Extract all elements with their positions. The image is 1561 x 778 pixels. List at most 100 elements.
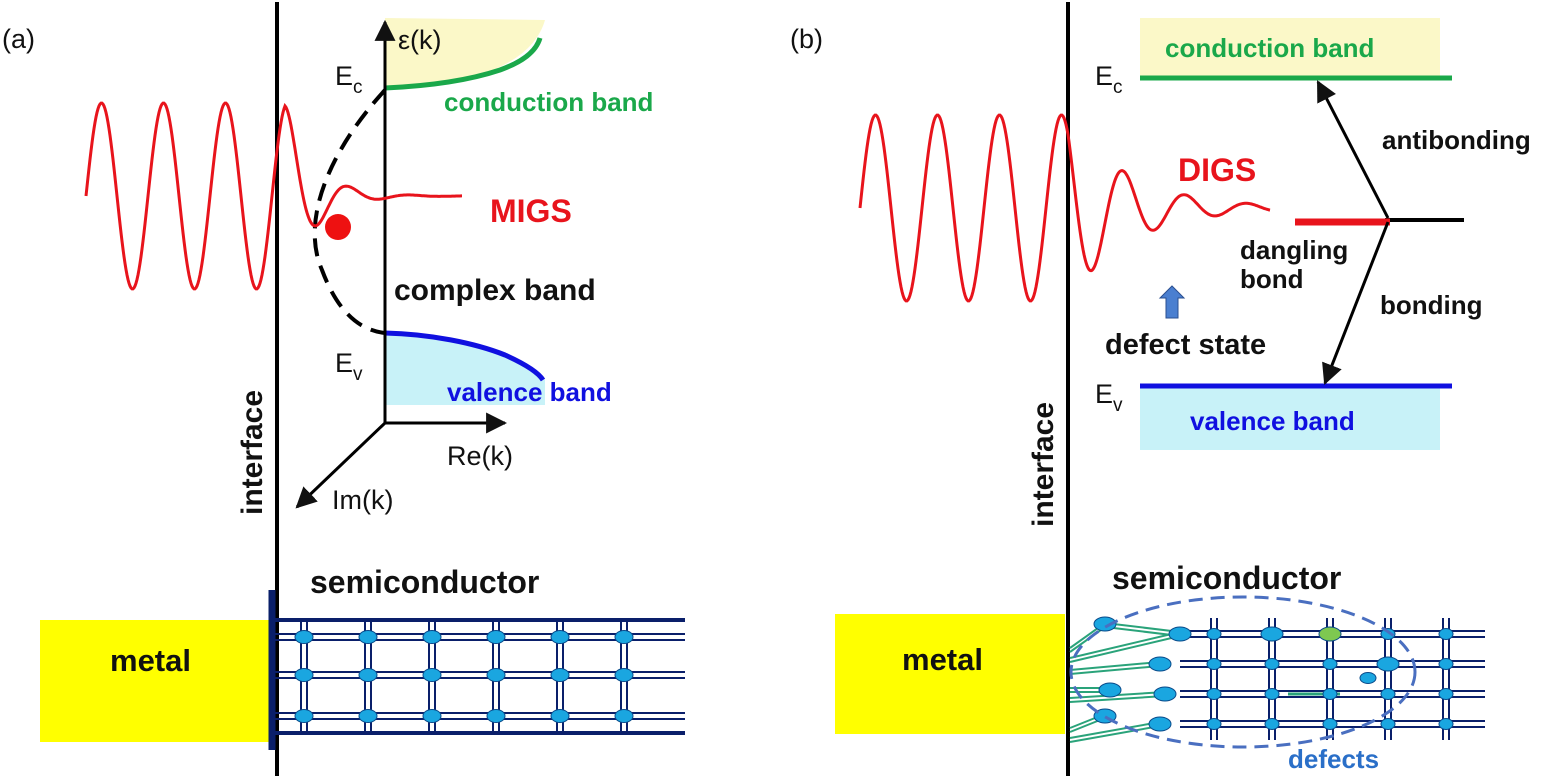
lattice-atom [1322,718,1338,730]
distorted-bond-line [1069,635,1181,663]
panel-b-label: (b) [790,24,823,54]
semiconductor-lattice-a [268,590,685,750]
lattice-atom [1380,628,1396,640]
defect-atom [1098,682,1122,698]
distorted-bond-line [1069,721,1161,739]
ec-label-b: Ec [1095,61,1123,98]
metal-block-a [40,620,272,742]
lattice-atom [294,709,314,723]
defects-label: defects [1288,744,1379,774]
lattice-atom [1380,718,1396,730]
lattice-atom [422,630,442,644]
lattice-atom [1322,688,1338,700]
defect-atom [1148,656,1172,672]
lattice-atom [1438,718,1454,730]
im-k-label: Im(k) [332,485,393,515]
lattice-atom [294,668,314,682]
metal-label-b: metal [902,642,983,677]
conduction-band-label-a: conduction band [444,87,653,117]
metal-label-a: metal [110,643,191,678]
valence-band-fill-b [1140,388,1440,450]
metal-block-b [835,614,1065,734]
energy-axis-label: ε(k) [398,25,442,55]
complex-band-label: complex band [394,274,596,307]
interface-label-a: interface [236,390,269,515]
semiconductor-lattice-b [1069,616,1485,743]
defects-ring [1069,595,1417,749]
migs-state-dot [325,214,351,240]
lattice-atom [1438,628,1454,640]
re-k-label: Re(k) [447,441,513,471]
lattice-atom [486,630,506,644]
semiconductor-label-a: semiconductor [310,564,539,600]
bonding-label: bonding [1380,290,1483,320]
lattice-atom [422,668,442,682]
interstitial-atom [1359,672,1377,684]
lattice-atom [358,630,378,644]
valence-band-curve [384,330,546,382]
conduction-band-fill [385,18,545,88]
distorted-bond-line [1104,622,1181,633]
lattice-atom [1322,658,1338,670]
lattice-atom [614,709,634,723]
complex-band-curve [312,88,387,335]
panel-b: (b) conduction band valence band Ec Ev D… [790,2,1531,776]
semiconductor-label-b: semiconductor [1112,560,1341,596]
valence-band-label-a: valence band [447,377,612,407]
substitutional-atom [1318,626,1342,642]
im-k-axis [295,421,387,509]
defect-atom [1376,656,1400,672]
lattice-atom [1380,688,1396,700]
distorted-bond-line [1069,661,1161,671]
valence-band-fill [385,333,545,405]
lattice-atom [550,668,570,682]
dangling-label-1: dangling [1240,235,1348,265]
defect-atom [1093,616,1117,632]
lattice-atom [1438,688,1454,700]
defect-state-up-arrow [1158,285,1186,319]
lattice-atom [1264,718,1280,730]
lattice-atom [1438,658,1454,670]
distorted-bond-line [1069,695,1166,703]
conduction-band-curve [384,37,543,91]
lattice-atom [1206,658,1222,670]
lattice-atom [614,630,634,644]
conduction-band-fill-b [1140,18,1440,76]
lattice-atom [1264,658,1280,670]
defect-state-label: defect state [1105,329,1266,361]
digs-label: DIGS [1178,152,1256,188]
conduction-band-label-b: conduction band [1165,33,1374,63]
migs-label: MIGS [490,193,572,229]
lattice-atom [358,709,378,723]
lattice-atom [486,709,506,723]
lattice-atom [294,630,314,644]
defect-atom [1260,626,1284,642]
distorted-bond-line [1104,626,1181,637]
distorted-bond-line [1069,631,1181,659]
lattice-atom [1206,718,1222,730]
panel-a: (a) ε(k) Ec Ev conduction band valence b… [2,2,685,776]
defect-atom [1153,686,1177,702]
interface-label-b: interface [1027,402,1060,527]
lattice-atom [1206,628,1222,640]
lattice-atom [422,709,442,723]
lattice-atom [614,668,634,682]
ec-label-a: Ec [335,61,363,98]
distorted-bond-line [1069,665,1161,675]
panel-a-label: (a) [2,24,35,54]
antibonding-arrow [1316,80,1390,219]
digs-wave [858,113,1271,303]
ev-label-a: Ev [335,348,363,385]
defect-atom [1168,626,1192,642]
lattice-atom [486,668,506,682]
lattice-atom [1206,688,1222,700]
defect-atom [1148,716,1172,732]
lattice-atom [1264,688,1280,700]
antibonding-label: antibonding [1382,125,1531,155]
bonding-arrow [1322,221,1390,385]
migs-wave [84,101,462,291]
distorted-bond-line [1069,725,1161,743]
lattice-atom [550,709,570,723]
lattice-atom [550,630,570,644]
